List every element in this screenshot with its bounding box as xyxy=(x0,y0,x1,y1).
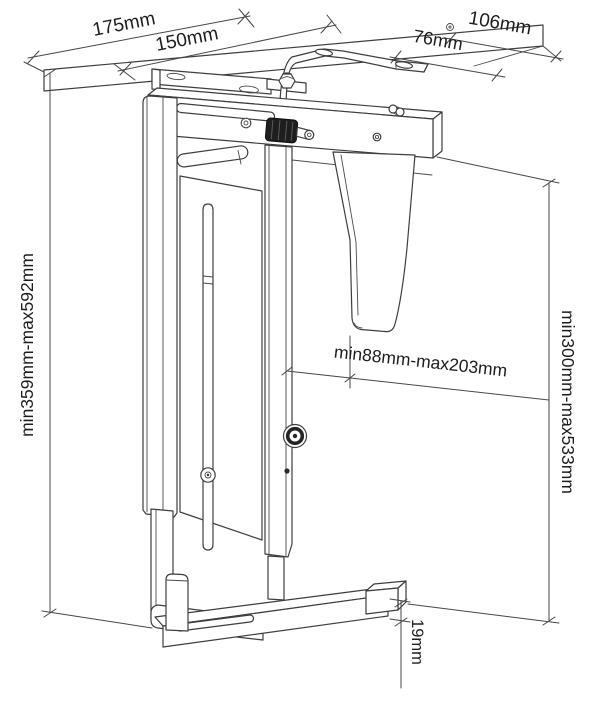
dim-label-150: 150mm xyxy=(154,23,220,56)
dim-label-tray-lip: 19mm xyxy=(408,619,426,665)
mounting-plate xyxy=(151,68,272,95)
side-knob xyxy=(282,423,308,449)
right-column xyxy=(264,144,293,601)
dim-label-175: 175mm xyxy=(91,8,157,41)
dim-clamp-width: min88mm-max203mm xyxy=(281,335,550,401)
adjustment-knob xyxy=(264,117,315,144)
bottom-tray xyxy=(150,573,407,648)
dim-height-left: min359mm-max592mm xyxy=(17,68,153,629)
dim-height-right: min300mm-max533mm xyxy=(407,156,578,626)
height-slot xyxy=(200,203,216,551)
hex-bolt xyxy=(278,72,296,89)
tray-right-lip xyxy=(365,587,399,615)
inner-back-panel xyxy=(176,145,263,541)
tray-left-tab xyxy=(165,573,189,632)
tray-front-lip xyxy=(162,594,389,648)
detent-pin xyxy=(284,468,290,474)
panel-cap-bar xyxy=(176,145,249,168)
dim-label-right-height: min300mm-max533mm xyxy=(558,310,578,494)
dim-tray-lip: 19mm xyxy=(389,598,426,689)
knurled-screw xyxy=(240,117,252,129)
dim-label-clamp-width: min88mm-max203mm xyxy=(333,342,508,381)
side-hook-clamp xyxy=(332,151,416,333)
dim-label-left-height: min359mm-max592mm xyxy=(17,253,37,437)
outer-column xyxy=(142,95,178,627)
